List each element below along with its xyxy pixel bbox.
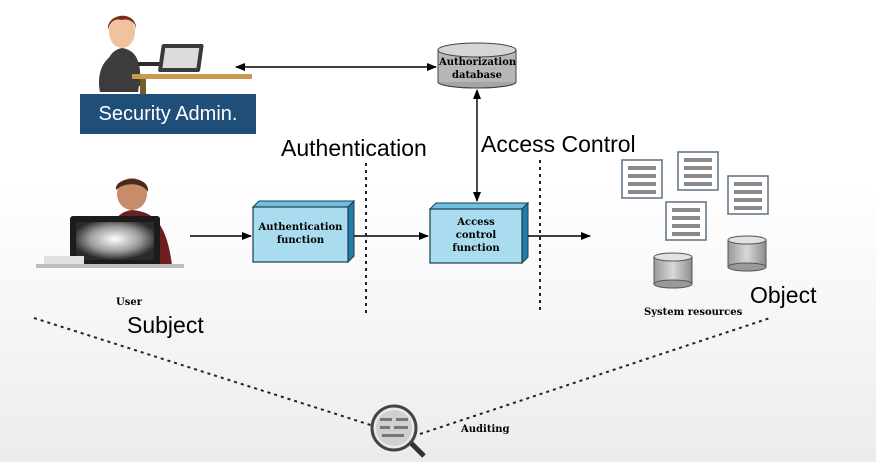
document-icon: [621, 159, 663, 199]
node-text-line: function: [452, 243, 500, 254]
authentication-function-label: Authentication function: [253, 221, 348, 247]
document-icon: [727, 175, 769, 215]
node-text-line: function: [276, 235, 325, 246]
access-control-phase-label: Access Control: [481, 131, 636, 157]
authentication-function-box: [251, 199, 356, 264]
authorization-database-label: Authorization database: [439, 56, 517, 82]
node-text-line: Authentication: [258, 222, 343, 233]
system-resources-illustration: [621, 151, 769, 289]
user-caption: User: [116, 297, 142, 308]
node-text-line: Authorization: [439, 57, 517, 68]
document-icon: [665, 201, 707, 241]
security-admin-illustration: [98, 15, 252, 94]
document-icon: [677, 151, 719, 191]
system-resources-caption: System resources: [644, 307, 743, 318]
disk-cylinder-icon: [727, 235, 767, 272]
auditing-caption: Auditing: [461, 424, 510, 435]
object-label: Object: [750, 282, 817, 308]
user-illustration: [36, 178, 184, 268]
access-control-function-box: [428, 201, 530, 265]
disk-cylinder-icon: [653, 252, 693, 289]
authorization-database: [437, 42, 517, 89]
auditing-magnifier-icon: [370, 404, 426, 458]
node-text-line: Access: [457, 217, 495, 228]
access-control-function-label: Access control function: [430, 216, 522, 255]
audit-left-line: [33, 317, 381, 429]
node-text-line: database: [451, 70, 503, 81]
node-text-line: control: [455, 230, 497, 241]
authentication-phase-label: Authentication: [281, 135, 427, 161]
audit-right-line: [419, 317, 771, 435]
security-admin-label: Security Admin.: [80, 94, 256, 134]
subject-label: Subject: [127, 312, 204, 338]
